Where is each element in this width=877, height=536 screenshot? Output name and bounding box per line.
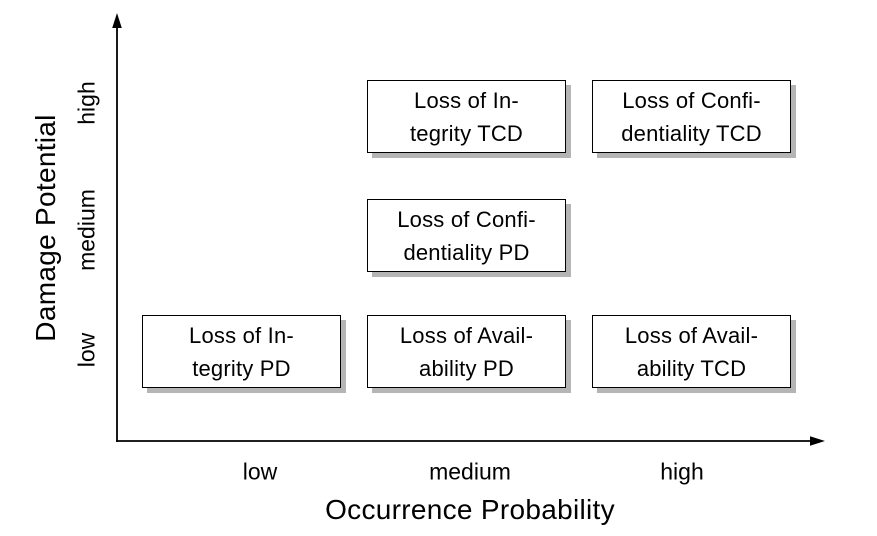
- x-axis-title: Occurrence Probability: [325, 494, 615, 525]
- y-tick-label-medium: medium: [73, 189, 100, 271]
- y-axis-title: Damage Potential: [30, 114, 61, 342]
- y-axis-arrow-icon: [112, 13, 122, 28]
- x-tick-label-medium: medium: [429, 458, 511, 485]
- risk-box-loss-of-integrity-tcd: Loss of In- tegrity TCD: [367, 80, 566, 153]
- risk-box-loss-of-confidentiality-pd: Loss of Confi- dentiality PD: [367, 199, 566, 272]
- risk-box-loss-of-availability-pd: Loss of Avail- ability PD: [367, 315, 566, 388]
- risk-box-loss-of-availability-tcd: Loss of Avail- ability TCD: [592, 315, 791, 388]
- risk-box-loss-of-confidentiality-tcd: Loss of Confi- dentiality TCD: [592, 80, 791, 153]
- y-tick-label-low: low: [73, 332, 100, 368]
- x-axis-arrow-icon: [810, 436, 825, 446]
- y-tick-label-high: high: [73, 81, 100, 125]
- x-tick-label-low: low: [242, 458, 278, 485]
- x-tick-label-high: high: [660, 458, 704, 485]
- risk-box-loss-of-integrity-pd: Loss of In- tegrity PD: [142, 315, 341, 388]
